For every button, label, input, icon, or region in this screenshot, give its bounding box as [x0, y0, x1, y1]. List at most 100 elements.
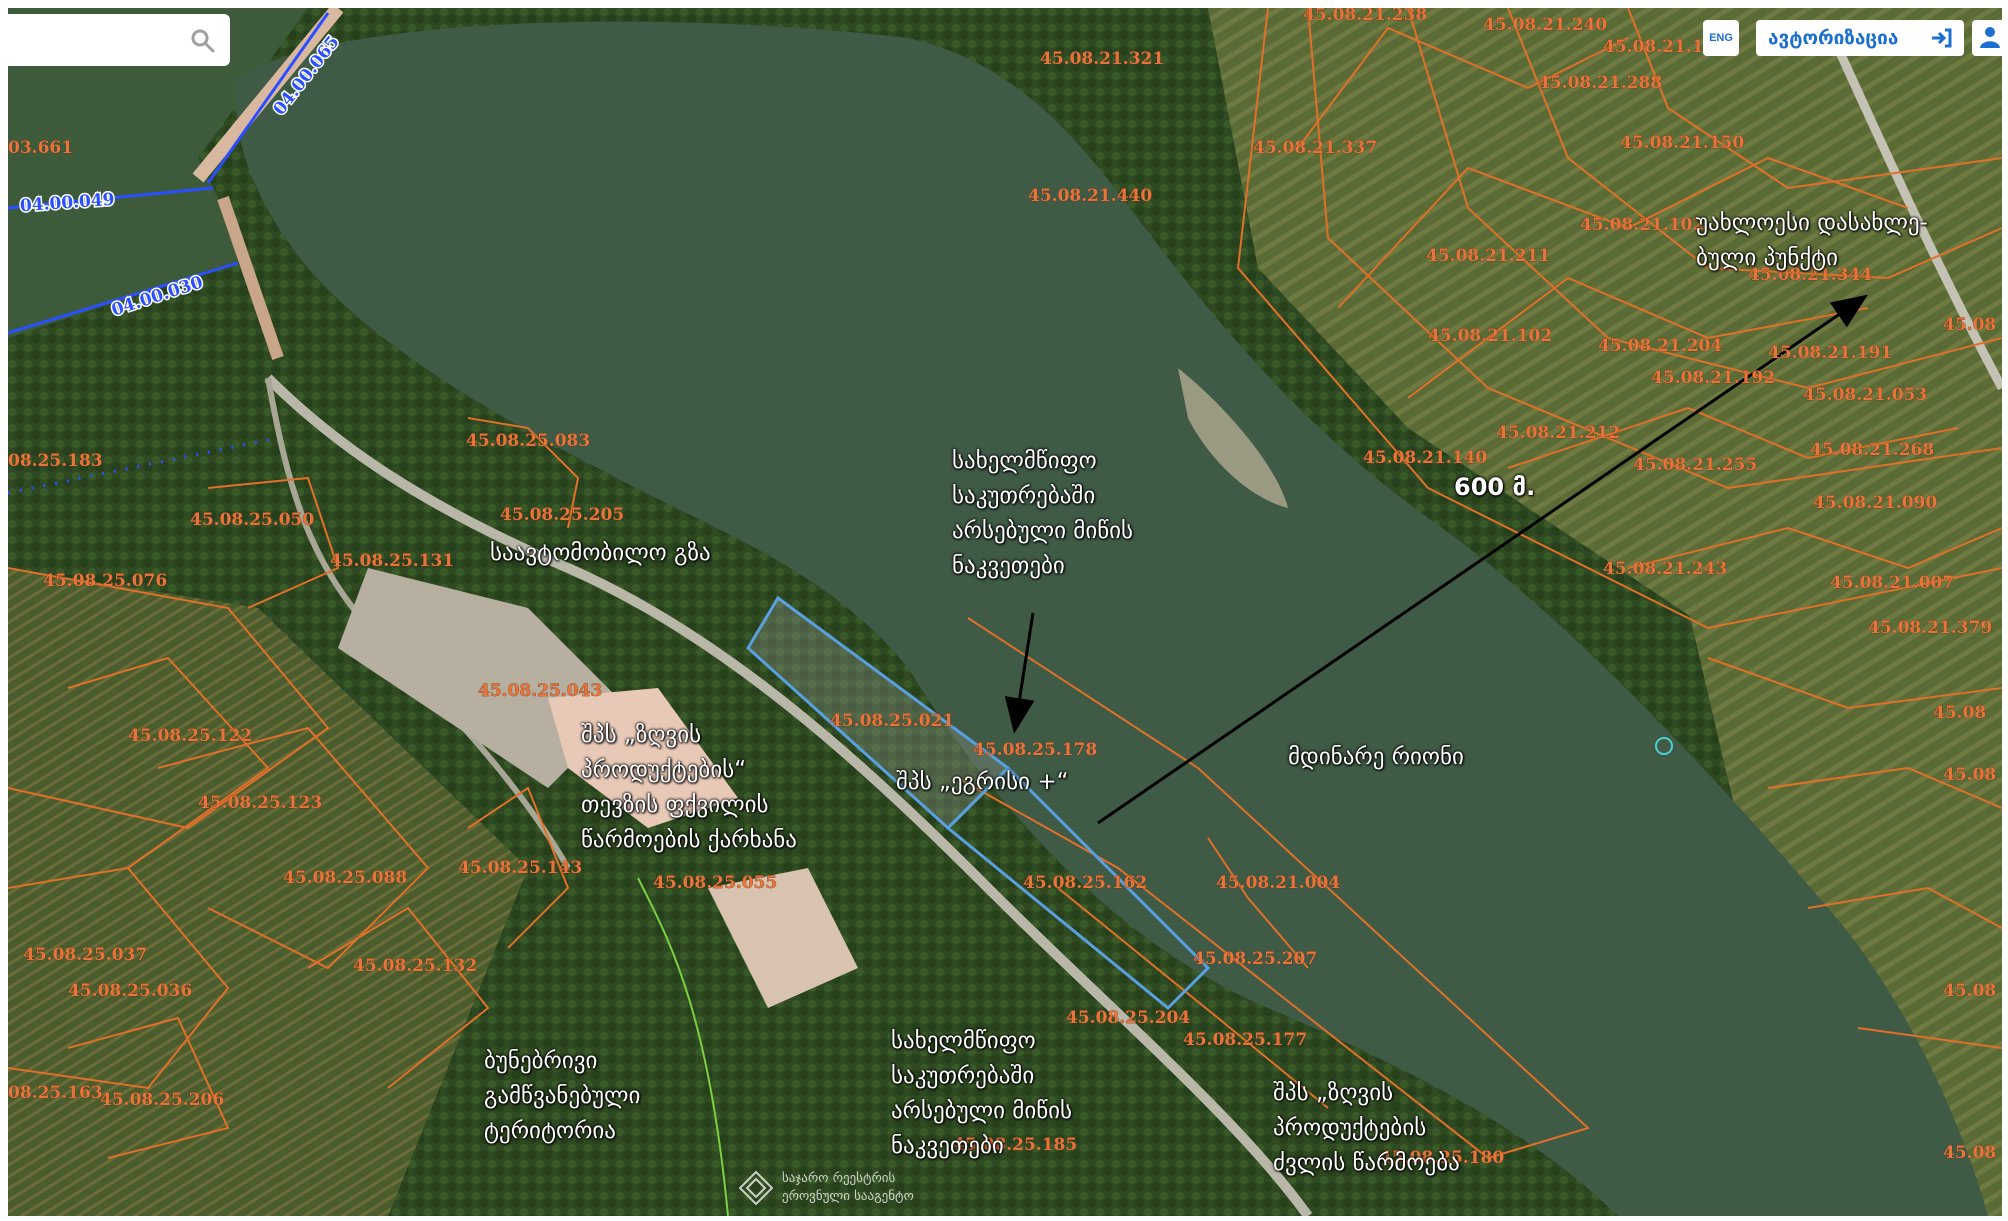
factory-yard [338, 568, 628, 788]
bridge-west [217, 196, 284, 360]
parcel-boundaries [8, 8, 2002, 1160]
road-line-04-00-030 [8, 261, 239, 335]
natural-area-boundary [637, 877, 729, 1216]
farmland-northeast [1208, 8, 2002, 728]
parcel-label: 45.08.21.102 [1428, 326, 1552, 346]
parcel-label: 45.08.21.344 [1748, 265, 1872, 285]
parcel-label: 45.08.25.178 [973, 740, 1097, 760]
parcel-label: 45.08.21.102 [1580, 215, 1704, 235]
parcel-label: 45.08.21.440 [1028, 186, 1152, 206]
search-box[interactable] [0, 14, 230, 66]
settlement-annotation: უახლოესი დასახლე- ბული პუნქტი [1696, 210, 1928, 271]
main-road [264, 374, 1313, 1216]
parcel-label: 45.08.21.150 [1620, 133, 1744, 153]
parcel-label: 45.08.21.211 [1426, 246, 1550, 266]
river-annotation: მდინარე რიონი [1288, 744, 1464, 770]
parcel-label: 45.08.21.238 [1303, 8, 1427, 25]
nature-annotation: ბუნებრივი გამწვანებული ტერიტორია [484, 1048, 641, 1144]
parcel-label: 45.08.25.083 [466, 431, 590, 451]
parcel-label: 45.08.25.185 [953, 1135, 1077, 1155]
parcel-label: 45.08 [1943, 1143, 1996, 1163]
parcel-label: 45.08.25.050 [190, 510, 314, 530]
parcel-label: 45.08.21.212 [1496, 423, 1620, 443]
parcel-label: 45.08.25.132 [353, 956, 477, 976]
factory-buildings [548, 688, 738, 828]
parcel-label: 45.08.25.076 [43, 571, 167, 591]
parcel-label: 45.08.21.268 [1810, 440, 1934, 460]
parcel-label: 45.08.25.021 [830, 711, 954, 731]
reservoir-west [8, 138, 248, 338]
pointer-arrow [1004, 612, 1035, 734]
factory-annotation: შპს „ზღვის პროდუქტების“ თევზის ფქვილის წ… [581, 722, 797, 853]
bone-factory [708, 868, 858, 1008]
parcel-label: 45.08.25.036 [68, 981, 192, 1001]
parcel-label: 45.08.21.243 [1603, 559, 1727, 579]
parcel-label: 45.08.25.180 [1380, 1148, 1504, 1168]
parcel-label: 45.08.25.088 [283, 868, 407, 888]
search-input[interactable] [10, 22, 184, 60]
state-land-annotation-bottom: სახელმწიფო საკუთრებაში არსებული მიწის ნა… [891, 1028, 1073, 1159]
parcel-label: 45.08.21.192 [1651, 368, 1775, 388]
search-icon[interactable] [190, 28, 216, 54]
road-line-04-00-049 [8, 186, 214, 210]
parcel-label: 45.08.25.123 [198, 793, 322, 813]
parcel-label: 45.08.21.288 [1538, 73, 1662, 93]
auth-button-label: ავტორიზაცია [1768, 27, 1899, 49]
agency-watermark: საჯარო რეესტრის ეროვნული სააგენტო [738, 1168, 1038, 1212]
parcel-label: 45.08.25.131 [330, 551, 454, 571]
parcel-label: 45.08.21.193 [1603, 37, 1727, 57]
parcel-label: 45.08.21.321 [1040, 49, 1164, 69]
dam-bridge [192, 8, 344, 183]
parcel-label: 08.25.163 [8, 1083, 103, 1103]
auth-button[interactable]: ავტორიზაცია [1756, 20, 1964, 56]
parcel-label: 45.08.25.143 [458, 858, 582, 878]
parcel-label: 08.25.183 [8, 451, 103, 471]
parcel-label: 45.08.21.379 [1868, 618, 1992, 638]
distance-arrow [1097, 294, 1868, 825]
sand-bank [1178, 368, 1288, 508]
parcel-label: 45.08.25.043 [478, 681, 602, 701]
parcel-label: 45.08.25.055 [653, 873, 777, 893]
parcel-label: 45.08 [1943, 981, 1996, 1001]
parcel-label: 45.08.21.255 [1633, 455, 1757, 475]
road-line-south [8, 436, 279, 495]
sign-in-icon [1932, 28, 1952, 48]
project-site-extension[interactable] [945, 765, 1211, 1011]
road-annotation: საავტომობილო გზა [490, 540, 711, 566]
parcel-label: 45.08.25.207 [1193, 949, 1317, 969]
parcel-label: 03.661 [8, 138, 73, 158]
language-button[interactable]: ENG [1703, 20, 1739, 56]
parcel-label: 45.08.25.162 [1023, 873, 1147, 893]
parcel-label: 45.08.21.090 [1813, 493, 1937, 513]
parcel-label: 45.08.21.337 [1253, 138, 1377, 158]
parcel-labels: 45.08.21.238 45.08.21.240 45.08.21.193 4… [8, 8, 1996, 1168]
parcel-label: 45.08.21.004 [1216, 873, 1340, 893]
parcel-label: 45.08.21.007 [1830, 573, 1954, 593]
distance-label: 600 მ. [1454, 473, 1536, 501]
site-annotation: შპს „ეგრისი +“ [896, 769, 1069, 795]
village-road [1833, 46, 2002, 391]
road-line-04-00-065 [206, 12, 330, 184]
parcel-label: 45.08.25.122 [128, 726, 252, 746]
state-land-annotation-top: სახელმწიფო საკუთრებაში არსებული მიწის ნა… [952, 448, 1134, 579]
agency-logo-icon [738, 1170, 774, 1206]
watermark-text: საჯარო რეესტრის ეროვნული სააგენტო [782, 1171, 914, 1204]
user-button[interactable] [1972, 20, 2002, 56]
parcel-label: 45.08.25.204 [1066, 1008, 1190, 1028]
user-icon [1980, 27, 2000, 48]
farmland-southwest [8, 568, 528, 1216]
parcel-label: 45.08 [1933, 703, 1986, 723]
map-frame: 04.00.065 04.00.049 04.00.030 45.08.21.2… [8, 8, 2002, 1216]
seafood-annotation: შპს „ზღვის პროდუქტების ძვლის წარმოება [1273, 1080, 1460, 1176]
parcel-label: 45.08.25.037 [23, 945, 147, 965]
parcel-label: 45.08.21.191 [1768, 343, 1892, 363]
parcel-label: 45.08.21.053 [1803, 385, 1927, 405]
parcel-label: 45.08.21.204 [1598, 336, 1722, 356]
map-canvas[interactable]: 04.00.065 04.00.049 04.00.030 45.08.21.2… [8, 8, 2002, 1216]
river-water [236, 21, 1988, 1216]
location-marker[interactable] [1655, 737, 1673, 755]
parcel-label: 45.08 [1943, 315, 1996, 335]
parcel-label: 45.08.21.240 [1483, 15, 1607, 35]
parcel-label: 45.08 [1943, 765, 1996, 785]
parcel-label: 45.08.21.140 [1363, 448, 1487, 468]
